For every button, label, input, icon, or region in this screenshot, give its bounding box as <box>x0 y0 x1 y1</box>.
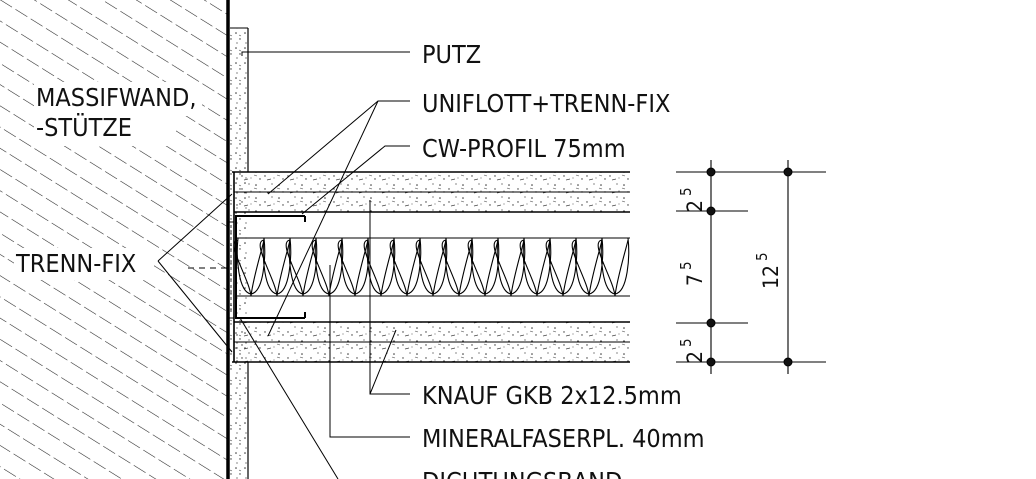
label-dichtungsband: DICHTUNGSBAND <box>422 467 622 479</box>
dim-bot-sup: 5 <box>677 338 695 347</box>
dim-total-value: 12 <box>759 265 783 289</box>
dimension-total: 12 5 <box>753 252 783 289</box>
dim-mid-sup: 5 <box>677 261 695 270</box>
dim-mid-value: 7 <box>683 274 707 286</box>
label-massifwand: MASSIFWAND, <box>36 83 196 112</box>
dimension-ticks <box>706 167 793 367</box>
label-stuetze: -STÜTZE <box>36 113 132 142</box>
dim-total-sup: 5 <box>753 252 771 261</box>
label-uniflott: UNIFLOTT+TRENN-FIX <box>422 89 670 118</box>
labels: MASSIFWAND, -STÜTZE TRENN-FIX PUTZ UNIFL… <box>15 40 705 479</box>
label-knauf-gkb: KNAUF GKB 2x12.5mm <box>422 381 682 410</box>
label-mineralfaser: MINERALFASERPL. 40mm <box>422 424 705 453</box>
dim-top-value: 2 <box>683 200 707 212</box>
plaster-layer <box>230 27 249 479</box>
dimension-bottom: 2 5 <box>677 338 707 363</box>
dimension-top: 2 5 <box>677 187 707 212</box>
massive-wall <box>0 0 230 479</box>
leader-lines <box>157 51 410 479</box>
dimension-middle: 7 5 <box>677 261 707 286</box>
label-putz: PUTZ <box>422 40 481 69</box>
dim-bot-value: 2 <box>683 351 707 363</box>
dimension-lines <box>676 160 826 374</box>
mineral-fiber-insulation <box>233 237 630 297</box>
label-cw-profil: CW-PROFIL 75mm <box>422 134 626 163</box>
label-trenn-fix: TRENN-FIX <box>15 249 136 278</box>
dim-top-sup: 5 <box>677 187 695 196</box>
partition-wall <box>228 171 630 363</box>
